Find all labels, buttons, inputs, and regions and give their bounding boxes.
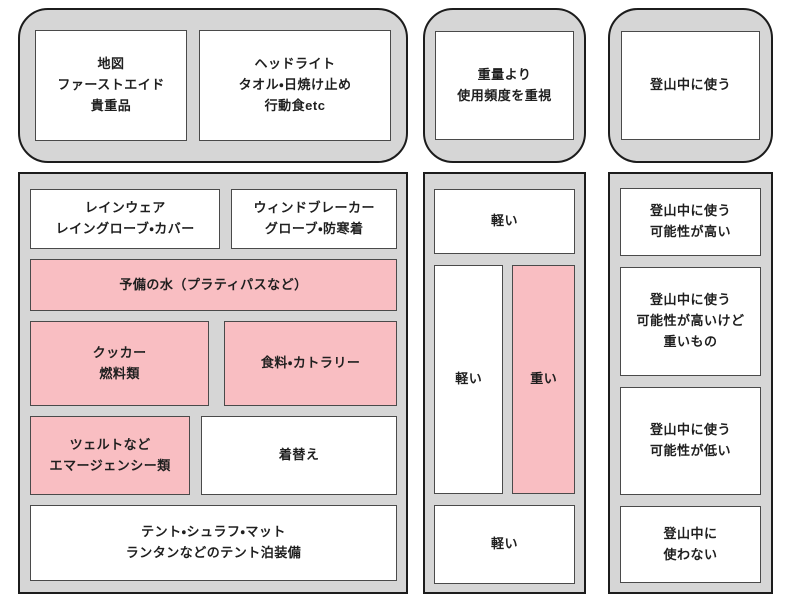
weight-middle-row: 軽い 重い — [434, 265, 575, 494]
box-spare-water: 予備の水（プラティパスなど） — [30, 259, 397, 311]
box-tent-overnight-gear: テント・シュラフ・マット ランタンなどのテント泊装備 — [30, 505, 397, 581]
gear-row-middle: クッカー 燃料類 食料・カトラリー — [30, 321, 397, 406]
lid-pocket-usage: 登山中に使う — [608, 8, 773, 163]
label-light-left: 軽い — [434, 265, 504, 494]
main-compartment-weight: 軽い 軽い 重い 軽い — [423, 172, 586, 594]
box-usage-low-probability: 登山中に使う 可能性が低い — [620, 386, 761, 495]
gear-row-lower: ツェルトなど エマージェンシー類 着替え — [30, 416, 397, 495]
label-heavy-right: 重い — [512, 265, 575, 494]
box-map-firstaid-valuables: 地図 ファーストエイド 貴重品 — [35, 30, 188, 141]
main-compartment-gear: レインウェア レイングローブ・カバー ウィンドブレーカー グローブ・防寒着 予備… — [18, 172, 408, 594]
box-cooker-fuel: クッカー 燃料類 — [30, 321, 210, 406]
box-usage-not-used: 登山中に 使わない — [620, 506, 761, 583]
box-emergency-zelt: ツェルトなど エマージェンシー類 — [30, 416, 191, 495]
note-frequency-over-weight: 重量より 使用頻度を重視 — [435, 31, 574, 140]
box-windbreaker: ウィンドブレーカー グローブ・防寒着 — [231, 189, 397, 249]
label-light-top: 軽い — [434, 189, 575, 254]
box-usage-high-but-heavy: 登山中に使う 可能性が高いけど 重いもの — [620, 267, 761, 376]
box-usage-high-probability: 登山中に使う 可能性が高い — [620, 188, 761, 256]
box-rainwear: レインウェア レイングローブ・カバー — [30, 189, 221, 249]
main-compartment-usage: 登山中に使う 可能性が高い 登山中に使う 可能性が高いけど 重いもの 登山中に使… — [608, 172, 773, 594]
box-food-cutlery: 食料・カトラリー — [224, 321, 397, 406]
gear-row-top: レインウェア レイングローブ・カバー ウィンドブレーカー グローブ・防寒着 — [30, 189, 397, 249]
box-change-of-clothes: 着替え — [201, 416, 397, 495]
label-light-bottom: 軽い — [434, 505, 575, 584]
box-headlight-towel-snacks: ヘッドライト タオル・日焼け止め 行動食etc — [199, 30, 391, 141]
lid-pocket-weight: 重量より 使用頻度を重視 — [423, 8, 586, 163]
note-used-while-climbing: 登山中に使う — [621, 31, 760, 140]
lid-pocket-gear: 地図 ファーストエイド 貴重品 ヘッドライト タオル・日焼け止め 行動食etc — [18, 8, 408, 163]
